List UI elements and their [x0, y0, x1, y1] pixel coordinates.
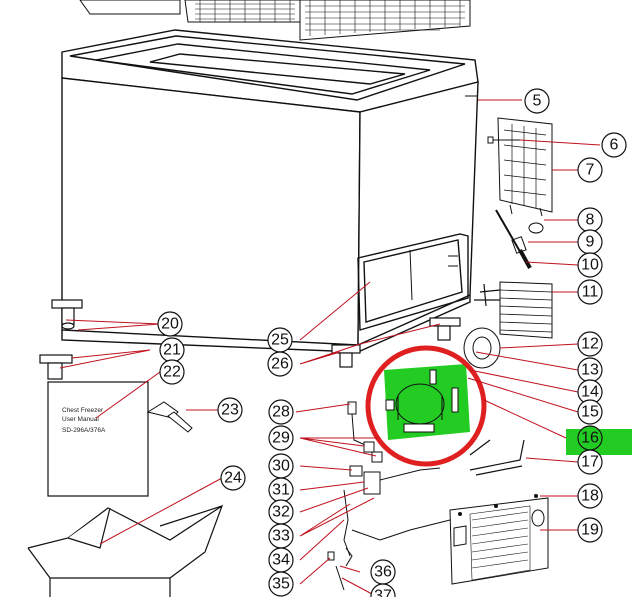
compressor-16	[384, 364, 470, 440]
leader-lines	[59, 99, 601, 595]
svg-text:35: 35	[272, 576, 290, 593]
freezer-cabinet	[61, 29, 479, 353]
label-31: 31	[268, 477, 294, 503]
svg-text:6: 6	[610, 137, 619, 154]
label-32: 32	[268, 499, 294, 525]
storage-baskets	[79, 0, 471, 41]
svg-text:12: 12	[581, 336, 599, 353]
label-29: 29	[268, 425, 294, 451]
label-17: 17	[577, 449, 603, 475]
svg-text:30: 30	[272, 458, 290, 475]
label-5: 5	[524, 88, 550, 114]
label-9: 9	[577, 229, 603, 255]
manual-line2: User Manual	[62, 416, 99, 423]
svg-text:37: 37	[374, 588, 392, 598]
svg-text:19: 19	[581, 522, 599, 539]
svg-text:16: 16	[581, 430, 599, 447]
ice-scraper-23	[146, 401, 193, 433]
label-19: 19	[577, 517, 603, 543]
label-23: 23	[217, 397, 243, 423]
label-20: 20	[157, 311, 183, 337]
svg-text:17: 17	[581, 454, 599, 471]
svg-text:33: 33	[272, 528, 290, 545]
condenser-fan-12	[463, 327, 501, 369]
part-number-labels: 5 6 7 8 9 10 11 12 13 14 15 16 17 18 19 …	[157, 88, 627, 602]
svg-text:36: 36	[374, 564, 392, 581]
label-15: 15	[577, 399, 603, 425]
back-cover-19	[449, 497, 549, 585]
user-manual-22: Chest Freezer User Manual SD-296A/376A	[47, 381, 149, 497]
screws-18	[458, 494, 538, 516]
label-13: 13	[577, 357, 603, 383]
label-18: 18	[577, 483, 603, 509]
svg-text:10: 10	[581, 257, 599, 274]
label-26: 26	[267, 351, 293, 377]
label-10: 10	[577, 252, 603, 278]
svg-text:23: 23	[221, 402, 239, 419]
svg-text:25: 25	[271, 332, 289, 349]
svg-text:26: 26	[271, 356, 289, 373]
label-28: 28	[268, 399, 294, 425]
packaging-box-24	[27, 504, 224, 597]
svg-text:22: 22	[163, 364, 181, 381]
svg-text:34: 34	[272, 552, 290, 569]
label-12: 12	[577, 331, 603, 357]
label-30: 30	[268, 453, 294, 479]
svg-text:18: 18	[581, 488, 599, 505]
svg-text:29: 29	[272, 430, 290, 447]
label-16: 16	[577, 425, 603, 451]
svg-text:7: 7	[586, 162, 595, 179]
small-parts-8-9-10	[495, 209, 544, 269]
svg-text:32: 32	[272, 504, 290, 521]
tube-17	[469, 439, 525, 476]
svg-text:11: 11	[582, 284, 599, 301]
label-6: 6	[601, 132, 627, 158]
label-8: 8	[577, 207, 603, 233]
label-25: 25	[267, 327, 293, 353]
svg-text:14: 14	[581, 384, 599, 401]
manual-model: SD-296A/376A	[62, 427, 106, 434]
condenser-11	[474, 281, 553, 339]
label-21: 21	[159, 337, 185, 363]
label-24: 24	[220, 465, 246, 491]
manual-line1: Chest Freezer	[62, 407, 104, 414]
label-35: 35	[268, 571, 294, 597]
svg-text:13: 13	[581, 362, 599, 379]
label-37: 37	[370, 583, 396, 602]
highlight-ring	[365, 345, 487, 467]
back-bracket-7	[497, 117, 553, 217]
svg-text:20: 20	[161, 316, 179, 333]
svg-text:8: 8	[586, 212, 595, 229]
svg-text:28: 28	[272, 404, 290, 421]
screw-6	[487, 136, 520, 144]
label-7: 7	[577, 157, 603, 183]
label-22: 22	[159, 359, 185, 385]
svg-text:24: 24	[224, 470, 242, 487]
svg-text:15: 15	[581, 404, 599, 421]
svg-text:9: 9	[586, 234, 595, 251]
svg-text:5: 5	[533, 93, 542, 110]
label-36: 36	[370, 559, 396, 585]
label-11: 11	[577, 279, 603, 305]
svg-text:21: 21	[163, 342, 181, 359]
label-33: 33	[268, 523, 294, 549]
svg-text:31: 31	[272, 482, 290, 499]
label-34: 34	[268, 547, 294, 573]
